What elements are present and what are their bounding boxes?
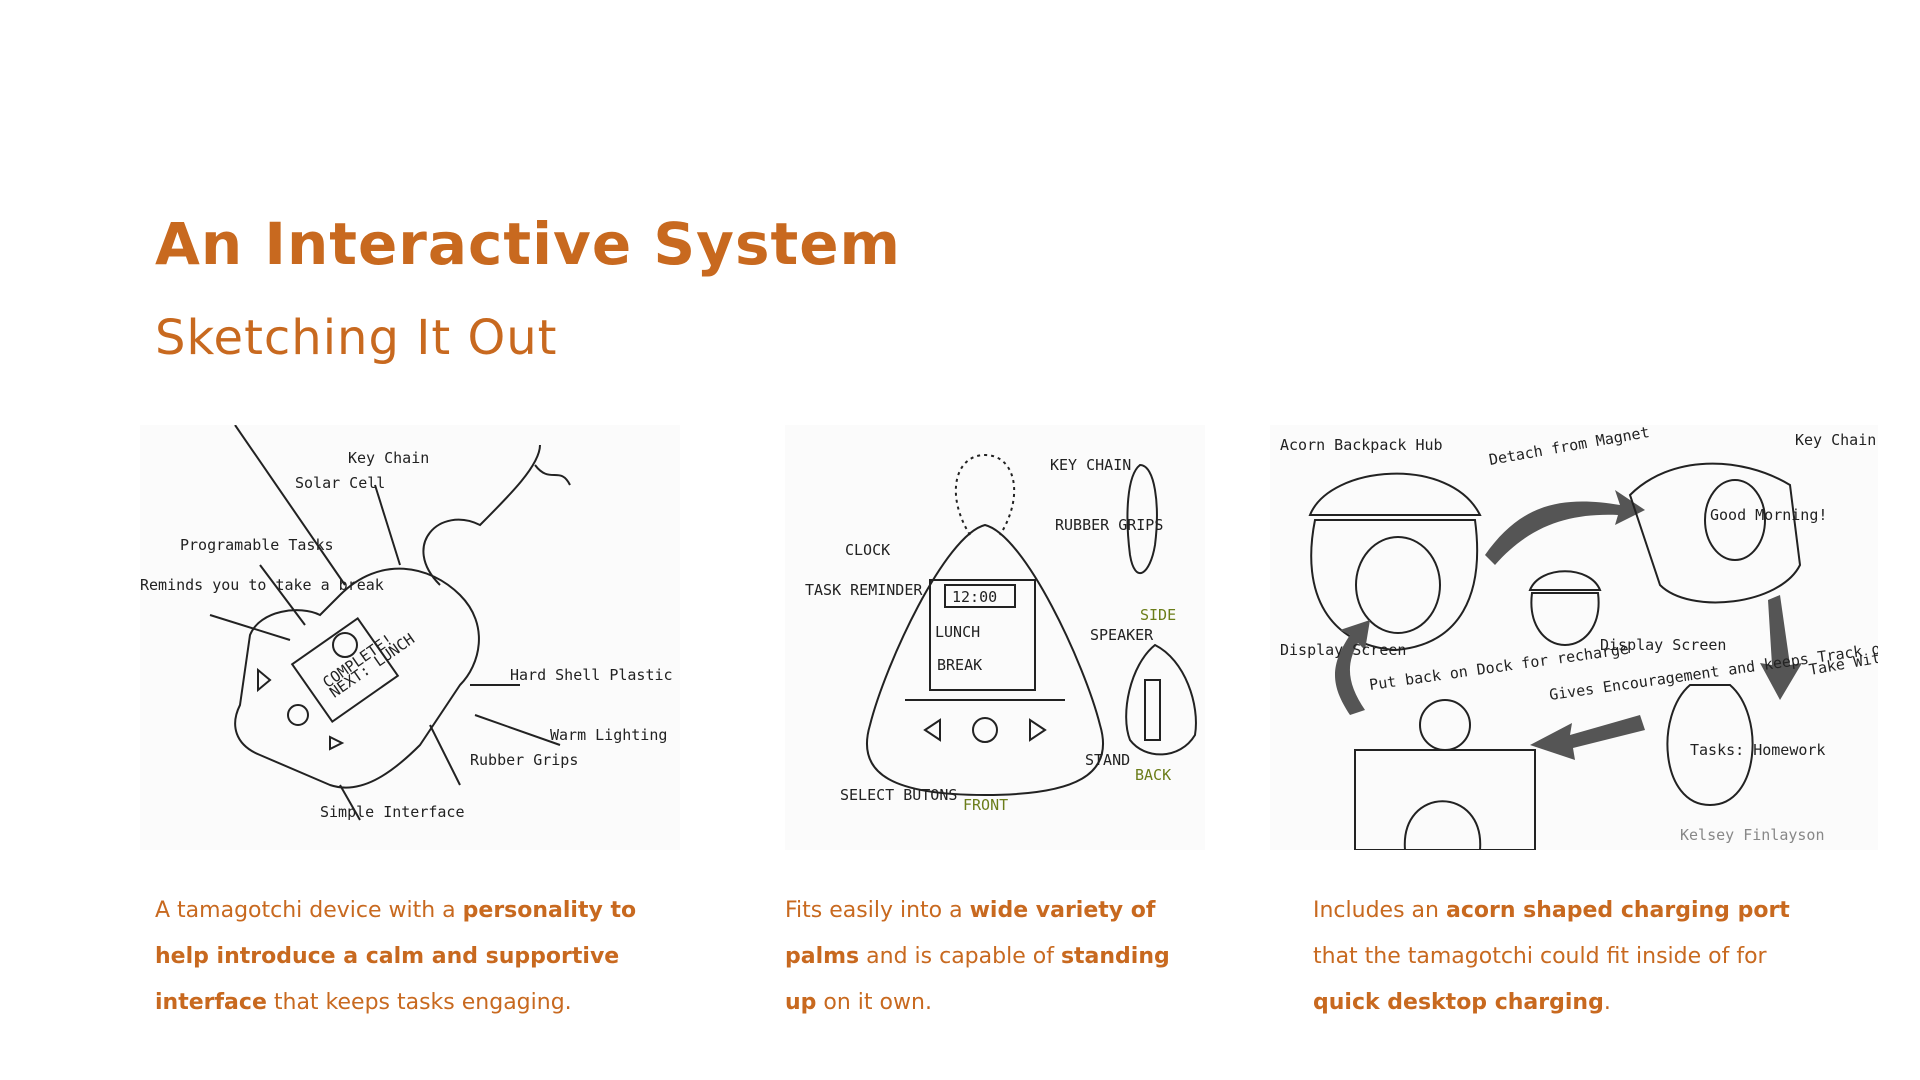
caption-views-text-3: on it own. [816,990,932,1015]
charging-label-good-morning: Good Morning! [1710,506,1827,524]
caption-views-text-2: and is capable of [859,944,1061,969]
views-label-front: FRONT [963,796,1008,814]
charging-label-signature: Kelsey Finlayson [1680,826,1825,844]
caption-views: Fits easily into a wide variety of palms… [785,888,1205,1026]
caption-device: A tamagotchi device with a personality t… [155,888,675,1026]
label-rubber-grips: Rubber Grips [470,751,578,769]
caption-device-text-2: that keeps tasks engaging. [267,990,572,1015]
label-simple-interface: Simple Interface [320,803,465,821]
label-hard-shell: Hard Shell Plastic [510,666,673,684]
views-label-stand: STAND [1085,751,1130,769]
charging-sketch: Acorn Backpack Hub Detach from Magnet Ke… [1270,425,1878,850]
caption-charging-text-3: . [1604,990,1611,1015]
charging-label-display-screen-1: Display Screen [1280,641,1406,659]
charging-label-acorn-hub: Acorn Backpack Hub [1280,436,1443,454]
caption-charging: Includes an acorn shaped charging port t… [1313,888,1813,1026]
label-key-chain: Key Chain [348,449,429,467]
label-solar-cell: Solar Cell [295,474,385,492]
device-sketch-drawing: COMPLETE! NEXT: LUNCH Key Chain Solar Ce… [140,425,680,850]
label-warm-lighting: Warm Lighting [550,726,667,744]
charging-sketch-drawing: Acorn Backpack Hub Detach from Magnet Ke… [1270,425,1878,850]
views-sketch-drawing: 12:00 LUNCH BREAK KEY CHAIN RUBBER GRIPS… [785,425,1205,850]
views-sketch: 12:00 LUNCH BREAK KEY CHAIN RUBBER GRIPS… [785,425,1205,850]
charging-label-key-chain: Key Chain [1795,431,1876,449]
views-label-key-chain: KEY CHAIN [1050,456,1131,474]
label-programable-tasks: Programable Tasks [180,536,334,554]
screen-time: 12:00 [952,588,997,606]
caption-views-text-1: Fits easily into a [785,898,970,923]
views-label-task-reminder: TASK REMINDER [805,581,923,599]
views-label-select-buttons: SELECT BUTONS [840,786,957,804]
device-sketch: COMPLETE! NEXT: LUNCH Key Chain Solar Ce… [140,425,680,850]
caption-charging-text-2: that the tamagotchi could fit inside of … [1313,944,1767,969]
charging-label-detach: Detach from Magnet [1488,425,1651,469]
page-title: An Interactive System [155,210,901,278]
charging-label-tasks-homework: Tasks: Homework [1690,741,1825,759]
views-label-speaker: SPEAKER [1090,626,1154,644]
caption-charging-bold-2: quick desktop charging [1313,990,1604,1015]
screen-break: BREAK [937,656,982,674]
views-label-side: SIDE [1140,606,1176,624]
caption-charging-bold-1: acorn shaped charging port [1446,898,1790,923]
views-label-clock: CLOCK [845,541,890,559]
views-label-rubber-grips: RUBBER GRIPS [1055,516,1163,534]
views-label-back: BACK [1135,766,1171,784]
label-reminds: Reminds you to take a break [140,576,384,594]
caption-device-text-1: A tamagotchi device with a [155,898,463,923]
page-subtitle: Sketching It Out [155,310,557,366]
caption-charging-text-1: Includes an [1313,898,1446,923]
screen-lunch: LUNCH [935,623,980,641]
